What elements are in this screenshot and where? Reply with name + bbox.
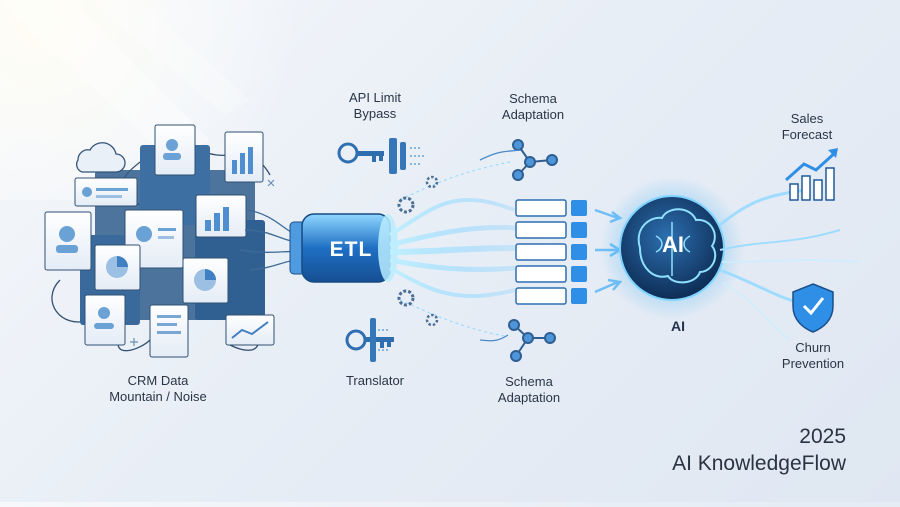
- cloud-icon: [76, 142, 126, 173]
- doc-line-chart: [225, 314, 275, 346]
- doc-pie-center: [94, 244, 141, 291]
- etl-pipe: [289, 213, 398, 283]
- schema-bottom-line1: Schema: [505, 374, 553, 389]
- crm-label-line1: CRM Data: [127, 373, 189, 388]
- schema-adaptation-top-label: Schema Adaptation: [488, 91, 578, 123]
- ai-brain-icon: [600, 176, 744, 320]
- schema-top-line2: Adaptation: [501, 107, 565, 122]
- churn-shield-icon: [792, 283, 834, 333]
- schema-adaptation-bottom-label: Schema Adaptation: [484, 374, 574, 406]
- ai-caption: AI: [671, 318, 685, 334]
- translator-key-icon: [345, 318, 394, 362]
- sales-forecast-icon: [785, 148, 838, 201]
- schema-bottom-line2: Adaptation: [497, 390, 561, 405]
- brand-year: 2025: [799, 425, 846, 448]
- crm-data-mountain: [44, 124, 301, 358]
- churn-line2: Prevention: [781, 356, 845, 371]
- doc-profile-left: [44, 211, 92, 271]
- schema-node-bottom-icon: [508, 319, 556, 362]
- api-limit-label: API Limit Bypass: [335, 90, 415, 122]
- schema-node-top-icon: [512, 139, 558, 181]
- schema-top-line1: Schema: [509, 91, 557, 106]
- doc-bars-right: [195, 194, 247, 238]
- translator-label: Translator: [345, 373, 405, 388]
- crm-label-line2: Mountain / Noise: [109, 389, 207, 404]
- doc-card-left: [74, 177, 138, 207]
- churn-line1: Churn: [795, 340, 831, 355]
- ai-badge: AI: [662, 232, 684, 257]
- doc-pie-right: [182, 257, 229, 304]
- doc-bars-top: [224, 131, 264, 183]
- structured-table: [515, 199, 587, 305]
- etl-label: ETL: [329, 238, 373, 261]
- api-key-icon: [337, 138, 424, 174]
- forecast-line2: Forecast: [781, 127, 833, 142]
- data-beams: [388, 161, 516, 337]
- api-label-line2: Bypass: [353, 106, 397, 121]
- sales-forecast-label: Sales Forecast: [762, 111, 852, 143]
- doc-profile-bottom: [84, 294, 126, 346]
- crm-data-label: CRM Data Mountain / Noise: [98, 373, 218, 405]
- churn-prevention-label: Churn Prevention: [768, 340, 858, 372]
- api-label-line1: API Limit: [348, 90, 401, 105]
- brand-name: AI KnowledgeFlow: [672, 452, 846, 475]
- forecast-line1: Sales: [790, 111, 824, 126]
- doc-text-bottom: [149, 304, 189, 358]
- gear-icon: [397, 175, 439, 327]
- doc-profile-top: [154, 124, 196, 176]
